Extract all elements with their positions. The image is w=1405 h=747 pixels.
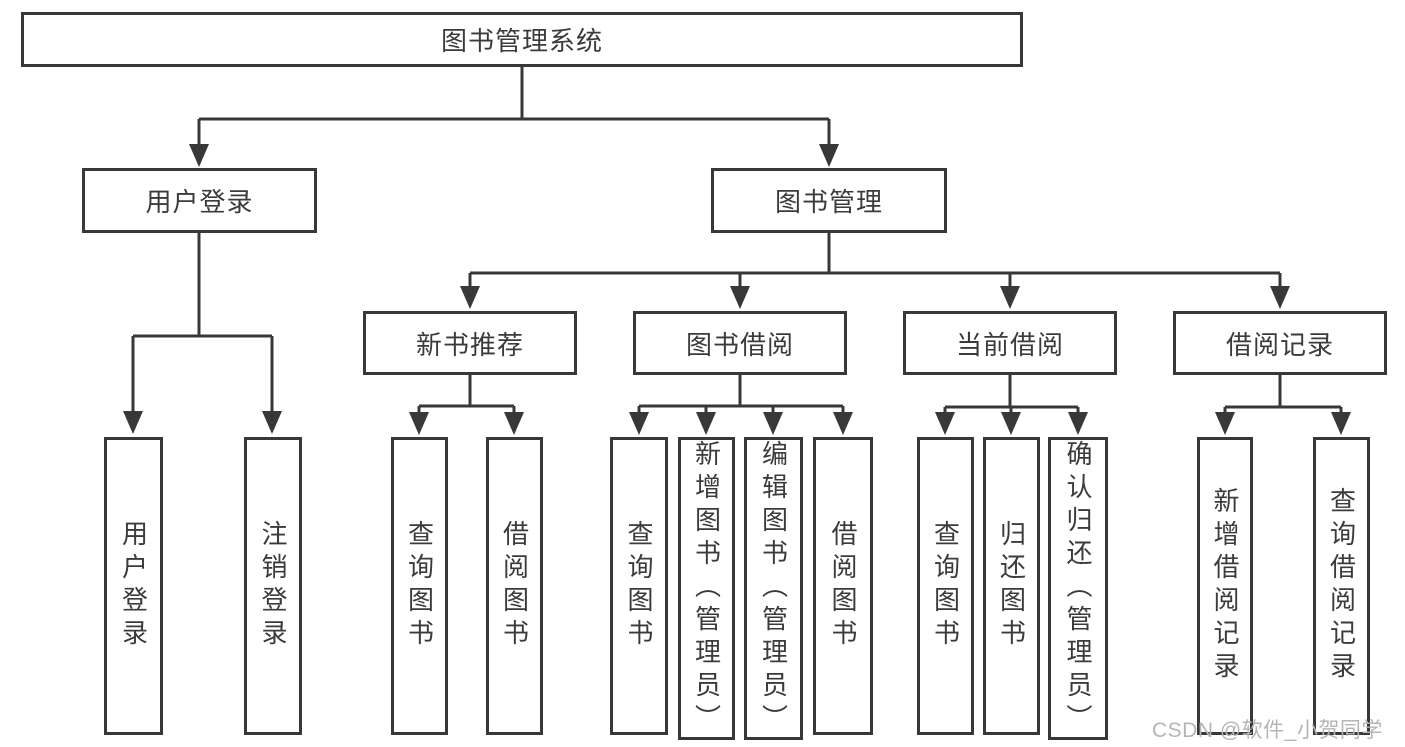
arrowhead xyxy=(696,412,716,435)
node-leaf-br-add-record: 新增借阅记录 xyxy=(1197,437,1253,735)
connector-user-login-to-leaves xyxy=(123,233,282,434)
node-user-login-label: 用户登录 xyxy=(145,187,254,217)
arrowhead xyxy=(935,412,955,435)
connector-root-to-level2 xyxy=(189,67,839,167)
arrowhead xyxy=(1068,412,1088,435)
arrowhead xyxy=(819,144,839,167)
node-leaf-br-query-record: 查询借阅记录 xyxy=(1313,437,1370,735)
arrowhead xyxy=(629,412,649,435)
node-leaf-cb-confirm-return: 确认归还（管理员） xyxy=(1048,437,1108,740)
arrowhead xyxy=(460,286,480,309)
node-leaf-nbr-query-books: 查询图书 xyxy=(391,437,448,735)
node-user-login: 用户登录 xyxy=(82,168,317,233)
arrowhead xyxy=(1331,412,1351,435)
node-borrow-records: 借阅记录 xyxy=(1173,311,1387,375)
arrowhead xyxy=(262,411,282,434)
connector-new-book-recommend-to-leaves xyxy=(409,375,524,435)
node-book-management-label: 图书管理 xyxy=(774,187,883,217)
node-leaf-cb-query-books: 查询图书 xyxy=(917,437,974,735)
arrowhead xyxy=(1215,412,1235,435)
node-leaf-bb-add-books: 新增图书（管理员） xyxy=(678,437,735,740)
node-leaf-bb-edit-books: 编辑图书（管理员） xyxy=(744,437,803,740)
node-book-management: 图书管理 xyxy=(711,168,947,233)
node-book-borrow: 图书借阅 xyxy=(633,311,847,375)
node-leaf-bb-borrow-books: 借阅图书 xyxy=(813,437,873,735)
node-leaf-cb-confirm-return-label: 确认归还（管理员） xyxy=(1063,440,1093,737)
node-borrow-records-label: 借阅记录 xyxy=(1225,329,1334,360)
node-leaf-logout: 注销登录 xyxy=(244,437,302,735)
node-leaf-nbr-borrow-books: 借阅图书 xyxy=(486,437,543,735)
node-leaf-bb-query-books: 查询图书 xyxy=(610,437,668,735)
node-leaf-cb-return-books-label: 归还图书 xyxy=(996,520,1027,652)
node-leaf-bb-borrow-books-label: 借阅图书 xyxy=(828,520,858,652)
arrowhead xyxy=(123,411,143,434)
node-root-label: 图书管理系统 xyxy=(440,26,603,56)
node-leaf-user-login-label: 用户登录 xyxy=(118,520,149,652)
node-leaf-logout-label: 注销登录 xyxy=(258,520,288,652)
node-new-book-recommend-label: 新书推荐 xyxy=(415,329,524,360)
node-root: 图书管理系统 xyxy=(21,12,1023,67)
node-book-borrow-label: 图书借阅 xyxy=(685,329,794,360)
node-leaf-nbr-borrow-books-label: 借阅图书 xyxy=(499,520,530,652)
node-leaf-nbr-query-books-label: 查询图书 xyxy=(404,520,435,652)
arrowhead xyxy=(189,144,209,167)
node-current-borrow-label: 当前借阅 xyxy=(955,329,1064,360)
node-leaf-bb-query-books-label: 查询图书 xyxy=(624,520,654,652)
node-leaf-cb-query-books-label: 查询图书 xyxy=(930,520,961,652)
node-leaf-user-login: 用户登录 xyxy=(104,437,163,735)
node-leaf-bb-edit-books-label: 编辑图书（管理员） xyxy=(758,440,789,737)
arrowhead xyxy=(763,412,783,435)
node-leaf-br-query-record-label: 查询借阅记录 xyxy=(1326,487,1357,685)
connector-book-management-to-level3 xyxy=(460,233,1290,309)
csdn-watermark: CSDN @软件_小贺同学 xyxy=(1152,719,1383,742)
node-new-book-recommend: 新书推荐 xyxy=(363,311,577,375)
arrowhead xyxy=(1001,412,1021,435)
arrowhead xyxy=(1000,286,1020,309)
arrowhead xyxy=(1270,286,1290,309)
connector-borrow-records-to-leaves xyxy=(1215,375,1351,435)
arrowhead xyxy=(504,412,524,435)
arrowhead xyxy=(409,412,429,435)
connector-current-borrow-to-leaves xyxy=(935,375,1088,435)
arrowhead xyxy=(730,286,750,309)
arrowhead xyxy=(833,412,853,435)
connector-book-borrow-to-leaves xyxy=(629,375,853,435)
node-leaf-br-add-record-label: 新增借阅记录 xyxy=(1210,487,1240,685)
node-leaf-bb-add-books-label: 新增图书（管理员） xyxy=(691,440,722,737)
node-leaf-cb-return-books: 归还图书 xyxy=(983,437,1040,735)
node-current-borrow: 当前借阅 xyxy=(903,311,1117,375)
